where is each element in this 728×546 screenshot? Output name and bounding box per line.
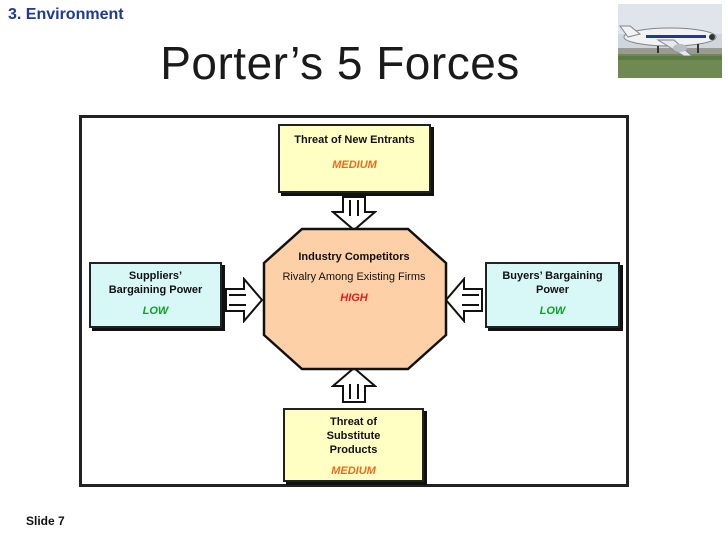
section-label: 3. Environment: [8, 6, 124, 23]
competitors-node: Industry Competitors Rivalry Among Exist…: [282, 250, 426, 304]
arrow-down-icon: [331, 196, 377, 232]
arrow-up-icon: [331, 366, 377, 403]
buyers-rating: LOW: [539, 305, 566, 317]
suppliers-rating: LOW: [142, 305, 169, 317]
new-entrants-rating: MEDIUM: [332, 159, 377, 171]
airplane-photo: [618, 4, 722, 78]
page-title: Porter’s 5 Forces: [160, 37, 520, 89]
suppliers-box: Suppliers’ Bargaining Power LOW: [89, 262, 222, 328]
competitors-sub: Rivalry Among Existing Firms: [282, 271, 426, 283]
new-entrants-label: Threat of New Entrants: [294, 134, 415, 146]
diagram-frame: [79, 115, 629, 487]
arrow-right-icon: [225, 277, 264, 323]
substitutes-label: Threat of Substitute Products: [326, 416, 381, 456]
competitors-rating: HIGH: [340, 292, 368, 304]
arrow-left-icon: [444, 277, 483, 323]
buyers-label: Buyers’ Bargaining Power: [502, 270, 603, 296]
substitutes-rating: MEDIUM: [331, 465, 376, 477]
suppliers-label: Suppliers’ Bargaining Power: [108, 270, 203, 296]
new-entrants-box: Threat of New Entrants MEDIUM: [278, 124, 431, 193]
competitors-label: Industry Competitors: [298, 251, 410, 263]
competitors-octagon: [262, 227, 448, 371]
slide-number: Slide 7: [26, 514, 65, 528]
substitutes-box: Threat of Substitute Products MEDIUM: [283, 408, 424, 482]
buyers-box: Buyers’ Bargaining Power LOW: [485, 262, 620, 328]
